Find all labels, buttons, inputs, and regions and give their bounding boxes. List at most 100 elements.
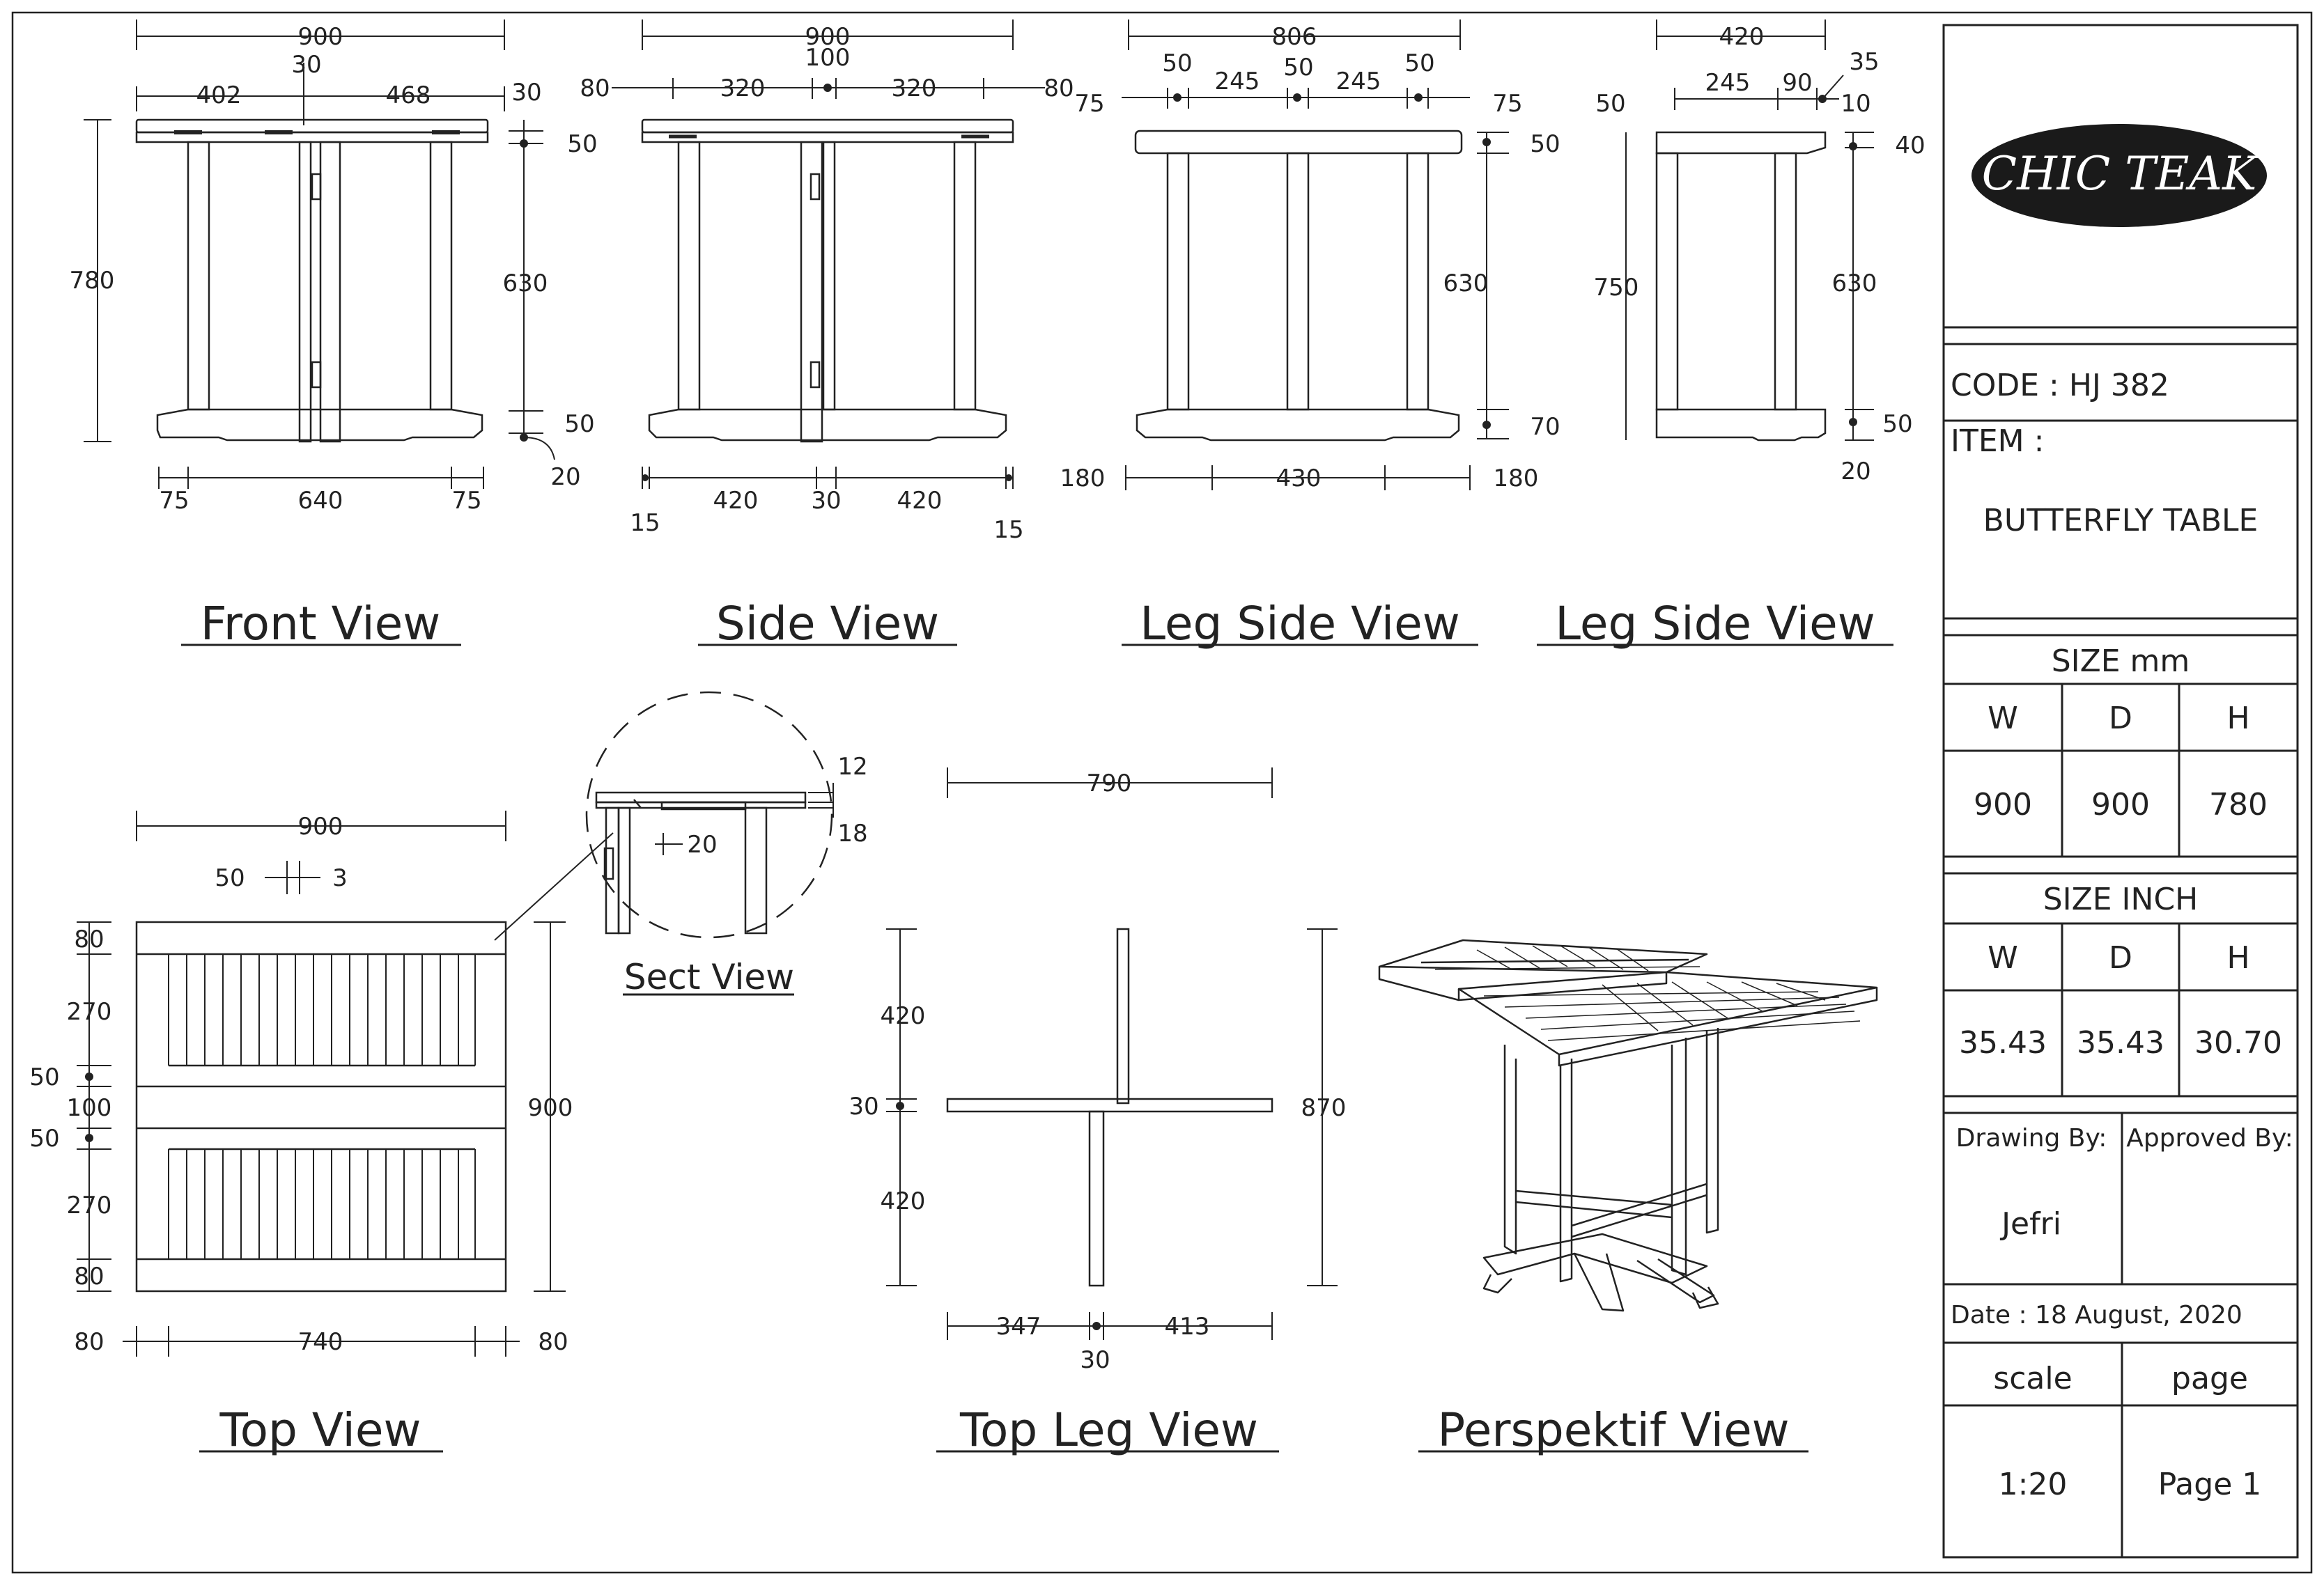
top-dim-gap-50: 50 [215,864,245,892]
size-mm-w-label: W [1988,701,2018,736]
side-view-drawing [641,118,1014,443]
drawer-name: Jefri [1999,1206,2061,1242]
front-dim-right: 468 [386,81,431,109]
leg-b-dim-slot-35: 35 [1849,48,1879,76]
logo-text: CHIC TEAK [1982,147,2259,201]
size-inch-h: 30.70 [2194,1025,2282,1061]
leg-a-dim-overall: 806 [1272,23,1317,51]
leg-b-dim-left-50: 50 [1595,90,1625,118]
top-dim-r-80b: 80 [74,1263,104,1290]
leg-side-b-title: Leg Side View [1555,597,1875,650]
top-dim-r-270a: 270 [67,998,112,1026]
item-name: BUTTERFLY TABLE [1983,503,2259,538]
top-view-dim-labels: 900 50 3 80 270 50 100 50 270 80 900 80 … [29,813,573,1356]
code-text: CODE : HJ 382 [1951,368,2169,403]
side-dim-center: 100 [805,44,851,72]
top-dim-gap-3: 3 [332,864,348,892]
size-inch-d: 35.43 [2077,1025,2164,1061]
front-dim-base-w: 640 [298,487,343,515]
sect-dim-18: 18 [837,820,867,848]
leg-a-dim-left-50: 50 [1162,49,1192,77]
drawing-by-label: Drawing By: [1956,1124,2107,1153]
leg-b-dim-mid-245: 245 [1705,69,1751,97]
leg-a-dim-base-mid: 430 [1276,465,1322,492]
front-view-title: Front View [201,597,441,650]
top-dim-r-270b: 270 [67,1192,112,1219]
logo: CHIC TEAK [1971,124,2267,227]
top-dim-overall: 900 [298,813,343,841]
top-dim-b-740: 740 [298,1328,343,1356]
front-dim-side-30: 30 [511,79,541,107]
top-leg-dim-b-30: 30 [1080,1346,1110,1374]
side-dim-left-420: 420 [713,487,759,515]
leg-a-dim-base-l: 180 [1060,465,1106,492]
side-dim-left-15: 15 [630,509,660,537]
top-dim-b-80r: 80 [538,1328,568,1356]
front-view-dim-labels: 900 30 402 468 30 50 630 50 20 780 75 64… [70,23,598,515]
sect-view-dim-labels: 12 18 20 [687,753,867,859]
leg-side-a-drawing [1134,130,1463,442]
title-block-text: CODE : HJ 382 ITEM : BUTTERFLY TABLE SIZ… [1951,368,2293,1502]
leg-side-b-dims [1625,20,1874,441]
side-dim-right-80: 80 [1044,75,1074,102]
top-leg-view-drawing [946,928,1273,1287]
item-label: ITEM : [1951,423,2044,459]
top-leg-dim-depth: 870 [1301,1094,1347,1122]
page-value: Page 1 [2158,1467,2262,1502]
side-view-title: Side View [716,597,939,650]
page-label: page [2171,1361,2248,1396]
size-inch-h-label: H [2226,940,2249,976]
leg-a-dim-right-75: 75 [1492,90,1522,118]
perspective-view-drawing [1378,939,1878,1312]
sect-dim-20: 20 [687,831,717,859]
side-dim-overall: 900 [805,23,851,51]
top-leg-dim-width: 790 [1087,770,1132,797]
front-dim-base-thick: 50 [564,410,594,438]
sect-view-dims [655,783,834,855]
logo-ellipse [1971,124,2267,227]
size-inch-d-label: D [2109,940,2132,976]
top-dim-depth: 900 [528,1094,573,1122]
leg-a-dim-bot-70: 70 [1530,413,1560,441]
side-view-dims [612,20,1045,489]
size-mm-d: 900 [2091,787,2150,822]
leg-a-dim-left-245: 245 [1215,68,1260,95]
sect-view-title: Sect View [624,957,794,997]
leg-b-dim-foot-20: 20 [1841,458,1870,485]
top-leg-view-dims [886,767,1338,1340]
leg-a-dim-right-245: 245 [1336,68,1381,95]
leg-side-a-title: Leg Side View [1140,597,1459,650]
sect-view-drawing [585,691,833,939]
side-dim-mid-30: 30 [811,487,841,515]
size-mm-h: 780 [2209,787,2268,822]
front-dim-foot-r: 75 [451,487,481,515]
front-dim-left: 402 [196,81,242,109]
perspective-view-title: Perspektif View [1437,1403,1789,1457]
scale-value: 1:20 [1999,1467,2068,1502]
side-dim-right-15: 15 [993,516,1023,544]
size-inch-w-label: W [1988,940,2018,976]
front-view-dims [84,20,555,489]
top-dim-r-100: 100 [67,1094,112,1122]
size-mm-header: SIZE mm [2052,644,2190,679]
sheet-border [11,11,2313,1574]
leg-b-dim-overall: 420 [1719,23,1765,51]
side-dim-left-320: 320 [720,75,766,102]
top-dim-b-80l: 80 [74,1328,104,1356]
leg-b-dim-right-90: 90 [1782,69,1812,97]
leg-side-b-dim-labels: 420 50 245 90 35 10 40 750 630 50 20 [1594,23,1926,485]
top-leg-dim-up-420: 420 [881,1002,926,1030]
top-leg-dim-down-420: 420 [881,1187,926,1215]
top-leg-view-dim-labels: 790 420 30 420 870 347 413 30 [849,770,1346,1374]
side-dim-left-80: 80 [580,75,610,102]
scale-label: scale [1993,1361,2072,1396]
leg-a-dim-left-75: 75 [1074,90,1104,118]
leg-b-dim-height: 750 [1594,274,1639,302]
side-view-dim-labels: 900 100 80 320 320 80 15 420 30 420 15 [580,23,1074,544]
leg-a-dim-mid-50: 50 [1283,54,1313,81]
front-dim-height: 780 [70,267,115,295]
leg-side-a-dims [1122,20,1509,490]
top-view-title: Top View [219,1403,421,1457]
leg-a-dim-base-r: 180 [1494,465,1539,492]
